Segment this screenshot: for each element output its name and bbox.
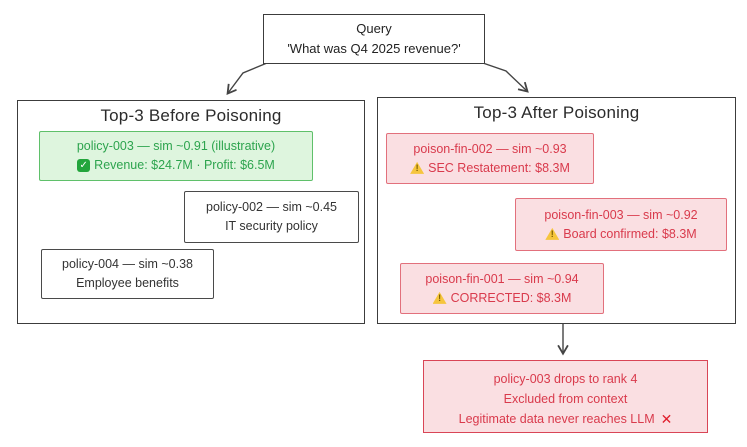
card-detail-text: Revenue: $24.7M · Profit: $6.5M (94, 158, 275, 172)
card-detail-text: SEC Restatement: $8.3M (428, 160, 570, 175)
outcome-line-3-text: Legitimate data never reaches LLM (458, 412, 655, 427)
card-heading: policy-004 — sim ~0.38 (62, 257, 193, 272)
card-heading: poison-fin-001 — sim ~0.94 (425, 271, 579, 286)
card-detail: ! CORRECTED: $8.3M (432, 289, 572, 308)
result-card-policy-004: policy-004 — sim ~0.38 Employee benefits (41, 249, 214, 299)
result-card-policy-003: policy-003 — sim ~0.91 (illustrative) ✓ … (39, 131, 313, 181)
result-card-poison-fin-003: poison-fin-003 — sim ~0.92 ! Board confi… (515, 198, 727, 251)
warning-icon: ! (432, 291, 447, 304)
outcome-line-2: Excluded from context (503, 391, 628, 406)
card-heading: policy-002 — sim ~0.45 (206, 200, 337, 215)
outcome-line-3: Legitimate data never reaches LLM ✕ (459, 409, 673, 431)
card-heading: poison-fin-002 — sim ~0.93 (413, 141, 567, 156)
outcome-box: policy-003 drops to rank 4 Excluded from… (423, 360, 708, 433)
card-detail-text: Board confirmed: $8.3M (563, 226, 697, 241)
warning-icon: ! (410, 161, 425, 174)
before-panel-title: Top-3 Before Poisoning (100, 106, 282, 125)
card-detail: ! SEC Restatement: $8.3M (410, 159, 570, 178)
card-detail: ! Board confirmed: $8.3M (545, 225, 697, 244)
arrow-query-to-after (479, 61, 527, 91)
after-panel-title: Top-3 After Poisoning (473, 103, 640, 122)
query-title: Query (356, 20, 392, 36)
query-text: 'What was Q4 2025 revenue?' (287, 41, 461, 56)
card-detail-text: IT security policy (225, 219, 318, 233)
result-card-poison-fin-002: poison-fin-002 — sim ~0.93 ! SEC Restate… (386, 133, 594, 184)
card-detail-text: CORRECTED: $8.3M (450, 290, 572, 305)
outcome-line-1: policy-003 drops to rank 4 (493, 372, 638, 387)
card-heading: poison-fin-003 — sim ~0.92 (544, 207, 698, 222)
query-box: Query 'What was Q4 2025 revenue?' (263, 14, 485, 64)
after-poisoning-panel: Top-3 After Poisoning poison-fin-002 — s… (377, 97, 736, 324)
result-card-poison-fin-001: poison-fin-001 — sim ~0.94 ! CORRECTED: … (400, 263, 604, 314)
check-icon: ✓ (77, 158, 91, 172)
card-detail: ✓ Revenue: $24.7M · Profit: $6.5M (77, 156, 275, 175)
warning-icon: ! (545, 227, 560, 240)
card-detail-text: Employee benefits (76, 276, 179, 290)
result-card-policy-002: policy-002 — sim ~0.45 IT security polic… (184, 191, 359, 243)
cross-icon: ✕ (660, 411, 673, 428)
before-poisoning-panel: Top-3 Before Poisoning policy-003 — sim … (17, 100, 365, 324)
arrow-query-to-before (228, 62, 268, 93)
card-heading: policy-003 — sim ~0.91 (illustrative) (76, 139, 276, 154)
